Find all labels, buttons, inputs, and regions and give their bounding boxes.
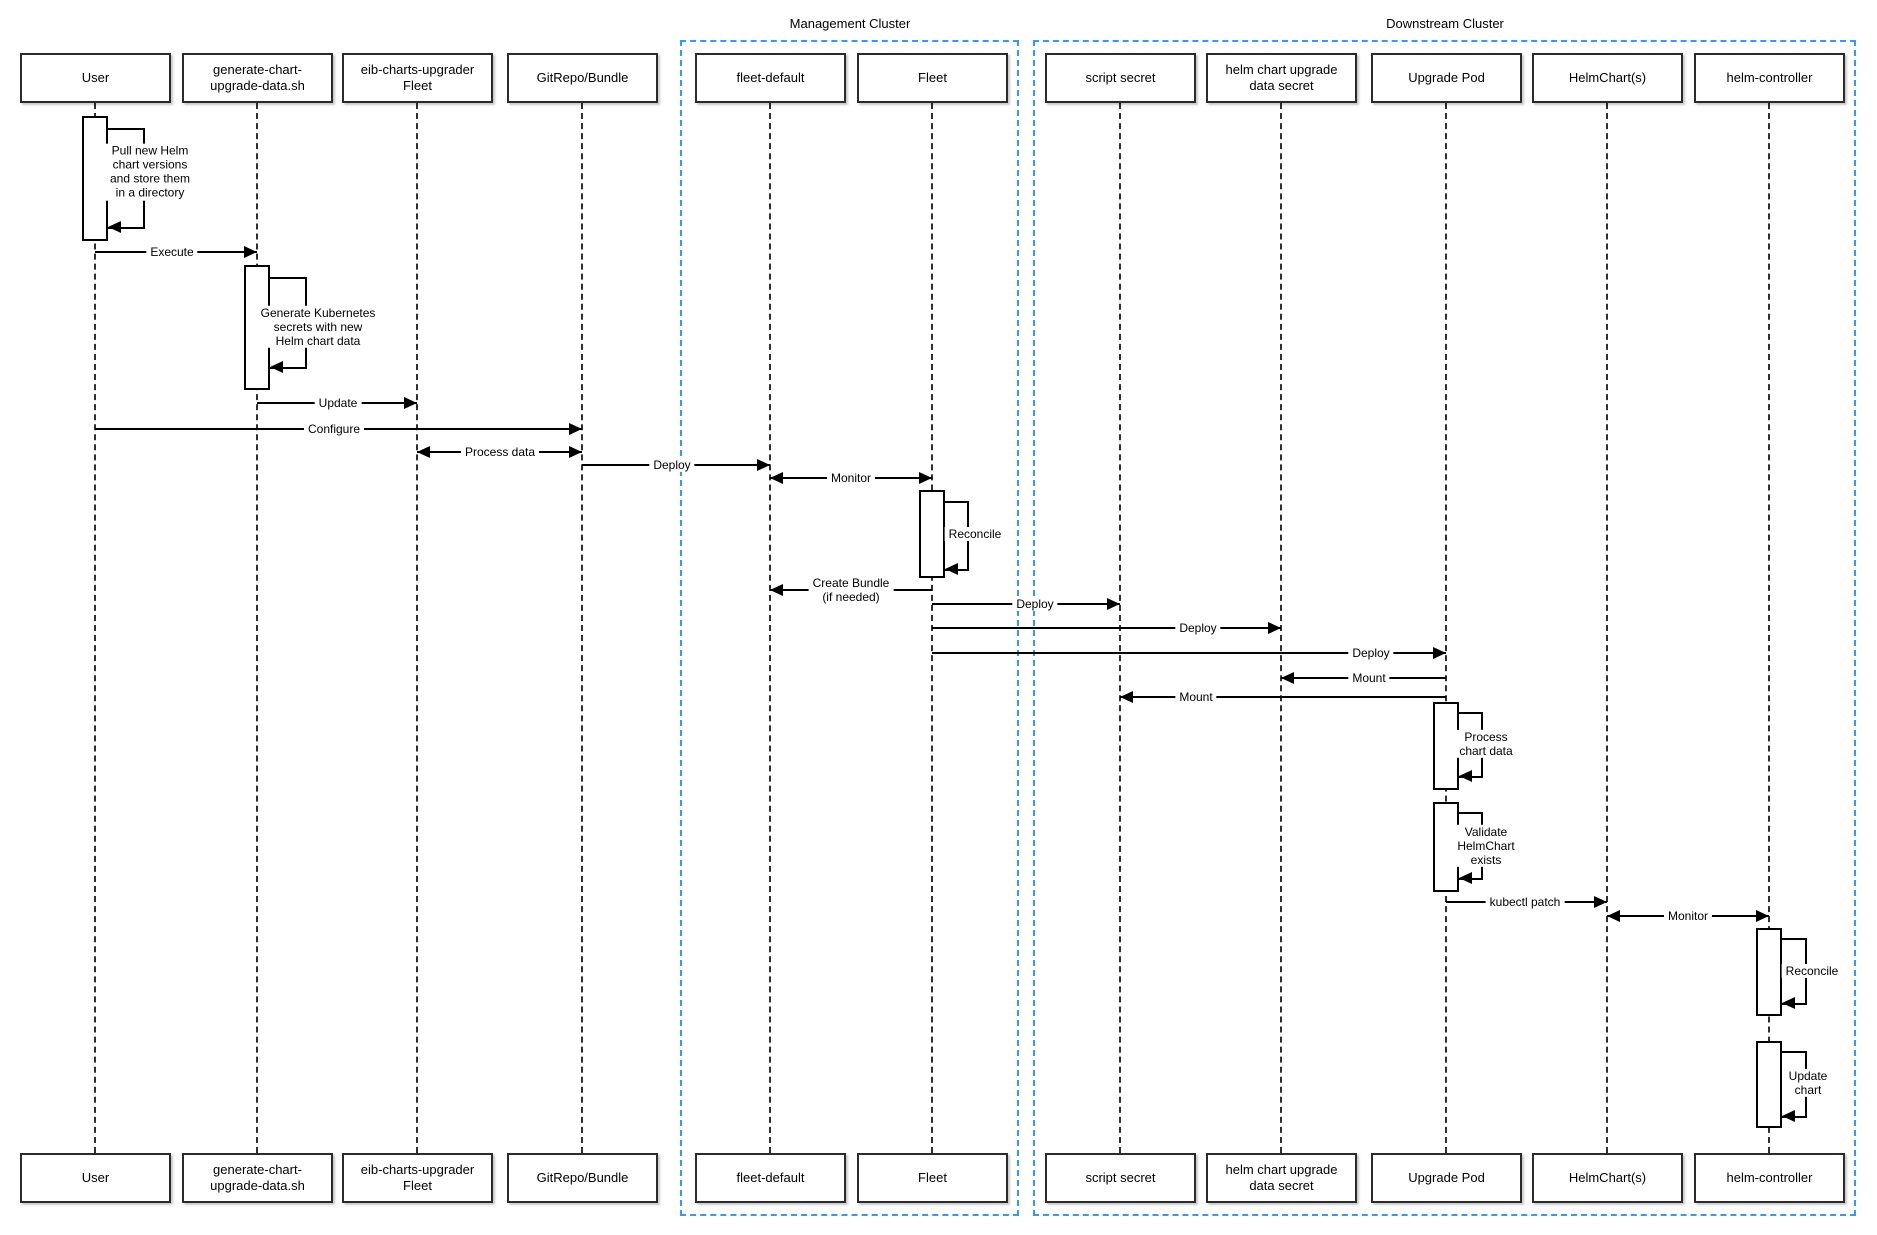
message-label: Monitor — [826, 470, 876, 486]
participant-script-secret-top: script secret — [1045, 53, 1196, 103]
message-label: Update — [314, 395, 362, 411]
participant-upgrade-pod-top: Upgrade Pod — [1371, 53, 1522, 103]
arrowhead — [1433, 647, 1446, 659]
participant-user-bottom: User — [20, 1153, 171, 1203]
message-label: Configure — [303, 421, 365, 437]
participant-helm-chart-upgrade-data-secret-top: helm chart upgrade data secret — [1206, 53, 1357, 103]
message-label: Mount — [1348, 670, 1390, 686]
message-mount-script-secret-line — [1120, 696, 1446, 698]
self-message-label: Reconcile — [944, 526, 1006, 542]
arrowhead — [569, 423, 582, 435]
participant-fleet-default-bottom: fleet-default — [695, 1153, 846, 1203]
participant-fleet-default-top: fleet-default — [695, 53, 846, 103]
participant-fleet-bottom: Fleet — [857, 1153, 1008, 1203]
message-label: Process data — [460, 444, 540, 460]
lifeline-user — [94, 103, 96, 1153]
message-label: Deploy — [1012, 596, 1058, 612]
arrowhead — [1281, 672, 1294, 684]
activation-fleet — [919, 490, 945, 578]
participant-upgrade-pod-bottom: Upgrade Pod — [1371, 1153, 1522, 1203]
participant-helm-controller-top: helm-controller — [1694, 53, 1845, 103]
activation-helm-controller-2 — [1756, 1041, 1782, 1128]
arrowhead — [770, 584, 783, 596]
arrowhead — [417, 446, 430, 458]
lifeline-fleet-default — [769, 103, 771, 1153]
self-message-label: Update chart — [1784, 1068, 1832, 1098]
arrowhead — [1782, 997, 1795, 1009]
participant-gitrepo-bundle-top: GitRepo/Bundle — [507, 53, 658, 103]
message-label: Deploy — [1175, 620, 1221, 636]
cluster-label-management: Management Cluster — [789, 16, 911, 31]
self-message-label: Generate Kubernetes secrets with new Hel… — [256, 305, 380, 349]
lifeline-helmcharts — [1606, 103, 1608, 1153]
arrowhead — [1782, 1110, 1795, 1122]
arrowhead — [1594, 896, 1607, 908]
self-message-label: Pull new Helm chart versions and store t… — [105, 143, 195, 201]
message-label: Deploy — [1348, 645, 1394, 661]
message-label: Monitor — [1663, 908, 1713, 924]
participant-generate-script-top: generate-chart- upgrade-data.sh — [182, 53, 333, 103]
self-message-label: Validate HelmChart exists — [1453, 824, 1519, 868]
arrowhead — [919, 472, 932, 484]
message-label: kubectl patch — [1485, 894, 1565, 910]
arrowhead — [1756, 910, 1769, 922]
arrowhead — [1607, 910, 1620, 922]
participant-helm-controller-bottom: helm-controller — [1694, 1153, 1845, 1203]
arrowhead — [244, 246, 257, 258]
arrowhead — [569, 446, 582, 458]
message-label: Mount — [1175, 689, 1217, 705]
lifeline-generate-script — [256, 103, 258, 1153]
self-message-label: Reconcile — [1781, 963, 1843, 979]
participant-gitrepo-bundle-bottom: GitRepo/Bundle — [507, 1153, 658, 1203]
message-deploy-upgrade-pod-line — [932, 652, 1446, 654]
participant-helm-chart-upgrade-data-secret-bottom: helm chart upgrade data secret — [1206, 1153, 1357, 1203]
arrowhead — [1268, 622, 1281, 634]
participant-generate-script-bottom: generate-chart- upgrade-data.sh — [182, 1153, 333, 1203]
arrowhead — [270, 361, 283, 373]
lifeline-helm-controller — [1768, 103, 1770, 1153]
arrowhead — [404, 397, 417, 409]
participant-helmcharts-top: HelmChart(s) — [1532, 53, 1683, 103]
arrowhead — [945, 563, 958, 575]
arrowhead — [1459, 770, 1472, 782]
message-label: Deploy — [649, 457, 695, 473]
self-message-label: Process chart data — [1455, 729, 1517, 759]
message-label: Create Bundle (if needed) — [808, 575, 894, 605]
message-deploy-data-secret-line — [932, 627, 1281, 629]
lifeline-helm-chart-upgrade-data-secret — [1280, 103, 1282, 1153]
participant-script-secret-bottom: script secret — [1045, 1153, 1196, 1203]
arrowhead — [770, 472, 783, 484]
message-label: Execute — [146, 244, 198, 260]
lifeline-eib-charts-upgrader-fleet — [416, 103, 418, 1153]
activation-user — [82, 116, 108, 241]
arrowhead — [108, 221, 121, 233]
arrowhead — [1459, 872, 1472, 884]
participant-fleet-top: Fleet — [857, 53, 1008, 103]
lifeline-upgrade-pod — [1445, 103, 1447, 1153]
arrowhead — [1120, 691, 1133, 703]
activation-helm-controller-1 — [1756, 928, 1782, 1016]
cluster-label-downstream: Downstream Cluster — [1386, 16, 1504, 31]
participant-user-top: User — [20, 53, 171, 103]
arrowhead — [757, 459, 770, 471]
participant-helmcharts-bottom: HelmChart(s) — [1532, 1153, 1683, 1203]
arrowhead — [1107, 598, 1120, 610]
lifeline-gitrepo-bundle — [581, 103, 583, 1153]
participant-eib-charts-upgrader-fleet-top: eib-charts-upgrader Fleet — [342, 53, 493, 103]
participant-eib-charts-upgrader-fleet-bottom: eib-charts-upgrader Fleet — [342, 1153, 493, 1203]
